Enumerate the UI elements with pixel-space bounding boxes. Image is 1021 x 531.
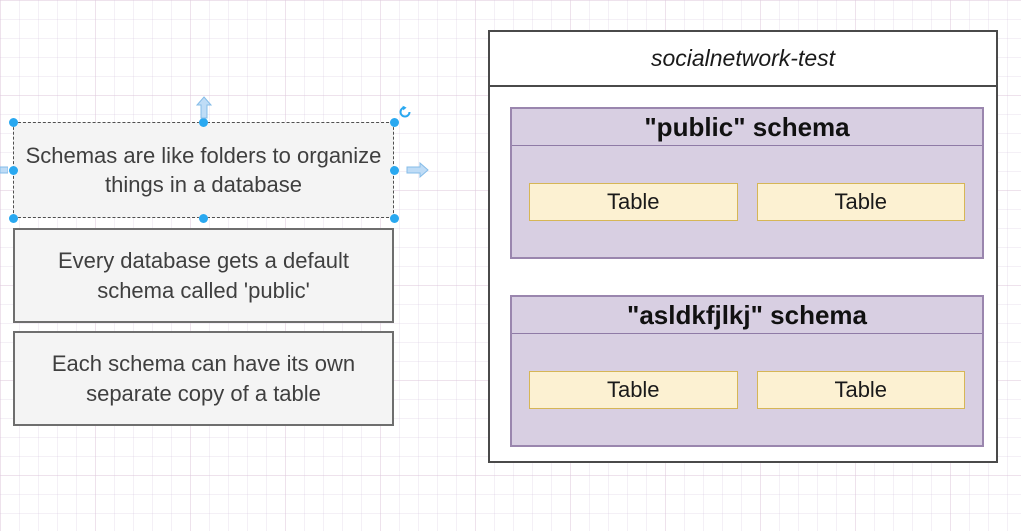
rotate-handle-icon[interactable] [398, 105, 412, 124]
note-card-separate-copy[interactable]: Each schema can have its own separate co… [13, 331, 394, 426]
database-title: socialnetwork-test [650, 45, 836, 71]
schema-header: "public" schema [512, 109, 982, 146]
selection-handle-bottom-right[interactable] [390, 214, 399, 223]
database-container[interactable]: socialnetwork-test "public" schema Table… [488, 30, 998, 463]
schema-header: "asldkfjlkj" schema [512, 297, 982, 334]
note-card-default-public[interactable]: Every database gets a default schema cal… [13, 228, 394, 323]
table-shape[interactable]: Table [756, 182, 965, 221]
direction-arrow-right-icon[interactable] [406, 162, 429, 178]
selection-handle-bottom-center[interactable] [199, 214, 208, 223]
table-label: Table [834, 376, 888, 402]
note-text: Every database gets a default schema cal… [57, 248, 350, 303]
selection-handle-top-center[interactable] [199, 118, 208, 127]
schema-label: "asldkfjlkj" schema [627, 299, 867, 330]
schema-body: Table Table [512, 146, 982, 257]
schema-box-public[interactable]: "public" schema Table Table [510, 107, 984, 259]
database-title-bar[interactable]: socialnetwork-test [490, 32, 996, 87]
schema-body: Table Table [512, 334, 982, 445]
table-label: Table [606, 188, 660, 214]
note-text: Schemas are like folders to organize thi… [25, 142, 382, 197]
selection-handle-mid-right[interactable] [390, 166, 399, 175]
selection-handle-bottom-left[interactable] [9, 214, 18, 223]
table-label: Table [834, 188, 888, 214]
direction-arrow-up-icon[interactable] [196, 96, 212, 119]
direction-arrow-left-icon[interactable] [0, 165, 8, 175]
note-text: Each schema can have its own separate co… [51, 351, 356, 406]
selection-handle-top-right[interactable] [390, 118, 399, 127]
table-shape[interactable]: Table [529, 370, 738, 409]
table-label: Table [606, 376, 660, 402]
table-shape[interactable]: Table [529, 182, 738, 221]
schema-label: "public" schema [644, 111, 850, 142]
selection-handle-top-left[interactable] [9, 118, 18, 127]
note-card-schemas-folders[interactable]: Schemas are like folders to organize thi… [13, 122, 394, 218]
selection-handle-mid-left[interactable] [9, 166, 18, 175]
schema-box-asldkfjlkj[interactable]: "asldkfjlkj" schema Table Table [510, 295, 984, 447]
table-shape[interactable]: Table [756, 370, 965, 409]
